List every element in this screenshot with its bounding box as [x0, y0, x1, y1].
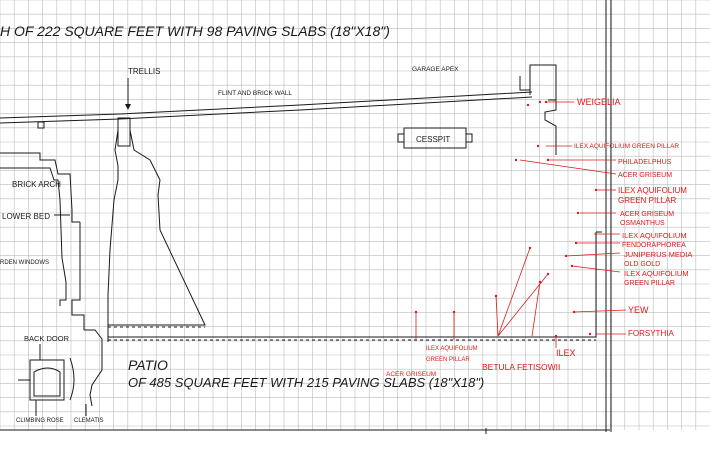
grid-lines	[0, 0, 710, 430]
ilex3-label: ILEX AQUIFOLIUM	[622, 231, 687, 240]
right-garden-edge-lower	[594, 232, 597, 338]
plant-dot	[544, 100, 548, 104]
trellis-arrowhead	[125, 104, 131, 110]
flower-bed-label: LOWER BED	[2, 212, 50, 221]
windows-label: RDEN WINDOWS	[0, 260, 49, 266]
plant-dot	[494, 294, 498, 298]
wall-pillar-1	[37, 121, 45, 129]
header-text: H OF 222 SQUARE FEET WITH 98 PAVING SLAB…	[0, 23, 390, 39]
ilex4-label-1: ILEX AQUIFOLIUM	[624, 269, 689, 278]
plant-dot	[538, 280, 542, 284]
juniperus-label-1: JUNIPERUS MEDIA	[624, 250, 692, 259]
plant-dot	[574, 241, 578, 245]
brick-arch-label: BRICK ARCH	[12, 180, 61, 189]
plant-dot	[514, 158, 518, 162]
plant-dot	[452, 310, 456, 314]
acer2-label: ACER GRISEUM	[620, 211, 674, 218]
betula-label: BETULA FETISOWII	[482, 362, 560, 372]
right-garden-edge	[544, 100, 557, 155]
ilex-mid-label-1: ILEX AQUIFOLIUM	[618, 186, 687, 195]
patio-title: PATIO	[128, 357, 168, 373]
plant-dot	[526, 103, 530, 107]
cesspit-left-lug	[397, 133, 405, 143]
house-wall-2	[71, 210, 80, 223]
house-wall-5	[0, 167, 67, 283]
acer1-label: ACER GRISEUM	[618, 172, 672, 179]
house-wall-8	[108, 129, 206, 326]
ilex-green-label-1: ILEX AQUIFOLIUM	[426, 346, 478, 352]
climbing-rose-label: CLIMBING ROSE	[16, 418, 64, 424]
plant-dot	[572, 310, 576, 314]
plant-dot	[528, 246, 532, 250]
yew-leader	[573, 309, 627, 313]
osmanthus-label: OSMANTHUS	[620, 220, 665, 227]
plant-dot	[414, 310, 418, 314]
ilex4-label-2: GREEN PILLAR	[624, 280, 675, 287]
house-wall-6	[59, 282, 67, 306]
juniperus-label-2: OLD GOLD	[624, 261, 660, 268]
house-wall-left	[0, 152, 73, 211]
fendoraphorea-label: FENDORAPHOREA	[622, 242, 686, 249]
patio-subtitle: OF 485 SQUARE FEET WITH 215 PAVING SLABS…	[128, 375, 484, 390]
philadelphus-label: PHILADELPHUS	[618, 159, 672, 166]
plant-dot	[576, 211, 580, 215]
ilex-green-label-2: GREEN PILLAR	[426, 357, 470, 363]
juniperus-leader	[565, 252, 621, 257]
garage-notch	[519, 76, 530, 91]
plant-dot	[564, 254, 568, 258]
cesspit-right-lug	[465, 133, 473, 143]
flint-wall	[0, 91, 533, 119]
flint-wall-inner	[0, 96, 533, 124]
plant-dot	[588, 332, 592, 336]
house-outline	[0, 64, 602, 407]
betula-leader-1	[495, 295, 499, 337]
back-door-label: BACK DOOR	[24, 334, 70, 343]
plant-dot	[546, 158, 550, 162]
plant-dot	[538, 100, 542, 104]
house-wall-3	[71, 222, 85, 330]
back-door-block	[29, 359, 65, 401]
flint-wall-label: FLINT AND BRICK WALL	[218, 90, 292, 97]
plant-dots	[414, 100, 598, 338]
ilex-mid-label-2: GREEN PILLAR	[618, 196, 676, 205]
yew-label: YEW	[628, 305, 649, 315]
cesspit-label: CESSPIT	[416, 135, 450, 144]
plant-dot	[546, 272, 550, 276]
ilex-top-label: ILEX AQUIFOLIUM GREEN PILLAR	[574, 143, 679, 150]
weigelia-label: WEIGELIA	[577, 97, 621, 107]
door-swing	[69, 357, 75, 401]
ilex4-leader	[571, 265, 621, 273]
betula-leader-2	[497, 247, 531, 337]
house-wall-7	[107, 129, 119, 318]
garage-wall	[529, 64, 557, 101]
plant-dot	[570, 264, 574, 268]
clematis-label: CLEMATIS	[74, 418, 104, 424]
acer1-leader	[519, 159, 617, 175]
garage-apex-label: GARAGE APEX	[412, 66, 459, 73]
back-door-step	[33, 367, 61, 397]
acer-bottom-label: ACER GRISEUM	[386, 371, 436, 378]
house-wall-4	[84, 329, 103, 407]
betula-leader-4	[531, 281, 541, 337]
forsythia-label: FORSYTHIA	[628, 329, 674, 338]
plant-dot	[554, 334, 558, 338]
ilex-bottom-label: ILEX	[556, 348, 576, 358]
plant-dot	[594, 188, 598, 192]
plant-dot	[536, 144, 540, 148]
trellis-label: TRELLIS	[128, 67, 160, 76]
plant-markers	[415, 101, 627, 348]
